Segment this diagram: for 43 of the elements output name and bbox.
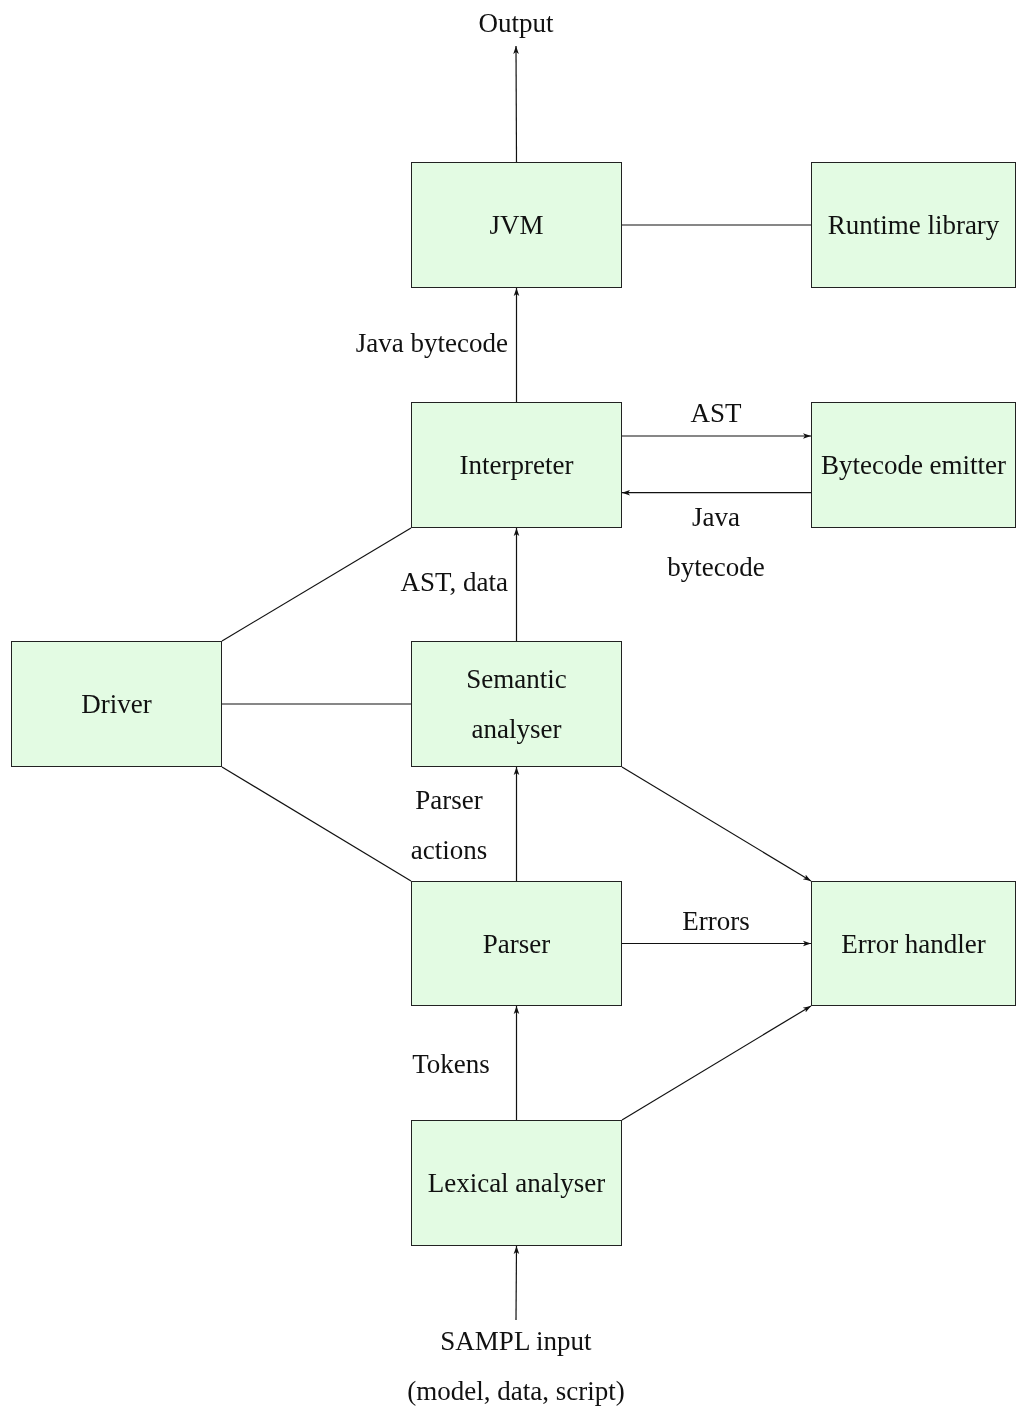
arrow xyxy=(513,1005,520,1121)
arrow xyxy=(621,433,812,439)
process-box xyxy=(411,641,622,767)
io-text: SAMPL input xyxy=(440,1325,592,1358)
arrow xyxy=(513,45,519,163)
process-box xyxy=(811,402,1016,528)
io-text: Output xyxy=(478,7,554,40)
box-label: Interpreter xyxy=(459,449,574,482)
edge-label: Tokens xyxy=(411,1048,491,1081)
arrow xyxy=(513,766,520,882)
box-label: Bytecode emitter xyxy=(820,449,1007,482)
box-label: Error handler xyxy=(841,927,986,961)
process-box xyxy=(11,641,222,767)
connector-line xyxy=(221,766,412,882)
arrow xyxy=(513,287,520,403)
connector-line xyxy=(221,703,412,705)
process-box xyxy=(811,162,1016,288)
box-label: JVM xyxy=(489,209,544,242)
process-box xyxy=(411,881,622,1006)
process-box xyxy=(411,162,622,288)
box-label: Lexical analyser xyxy=(427,1167,606,1200)
box-label: Driver xyxy=(81,688,152,721)
process-box xyxy=(411,1120,622,1246)
arrow xyxy=(621,766,812,882)
arrow xyxy=(621,1005,812,1121)
box-label: Parser xyxy=(482,927,551,961)
edge-label: Parser actions xyxy=(409,784,489,867)
arrow xyxy=(621,489,812,496)
edge-label: Java bytecode xyxy=(666,501,766,584)
process-box xyxy=(411,402,622,528)
arrow xyxy=(513,1245,520,1321)
edge-label: AST xyxy=(689,397,743,430)
arrow xyxy=(621,940,812,947)
box-label: Semantic analyser xyxy=(465,663,568,746)
arrow xyxy=(513,527,520,642)
io-text: (model, data, script) xyxy=(407,1375,625,1408)
box-label: Runtime library xyxy=(827,209,1000,242)
edge-label: AST, data xyxy=(399,566,508,599)
connector-line xyxy=(621,224,812,226)
edge-label: Java bytecode xyxy=(354,327,508,360)
edge-label: Errors xyxy=(681,905,751,938)
process-box xyxy=(811,881,1016,1006)
connector-line xyxy=(221,527,412,642)
